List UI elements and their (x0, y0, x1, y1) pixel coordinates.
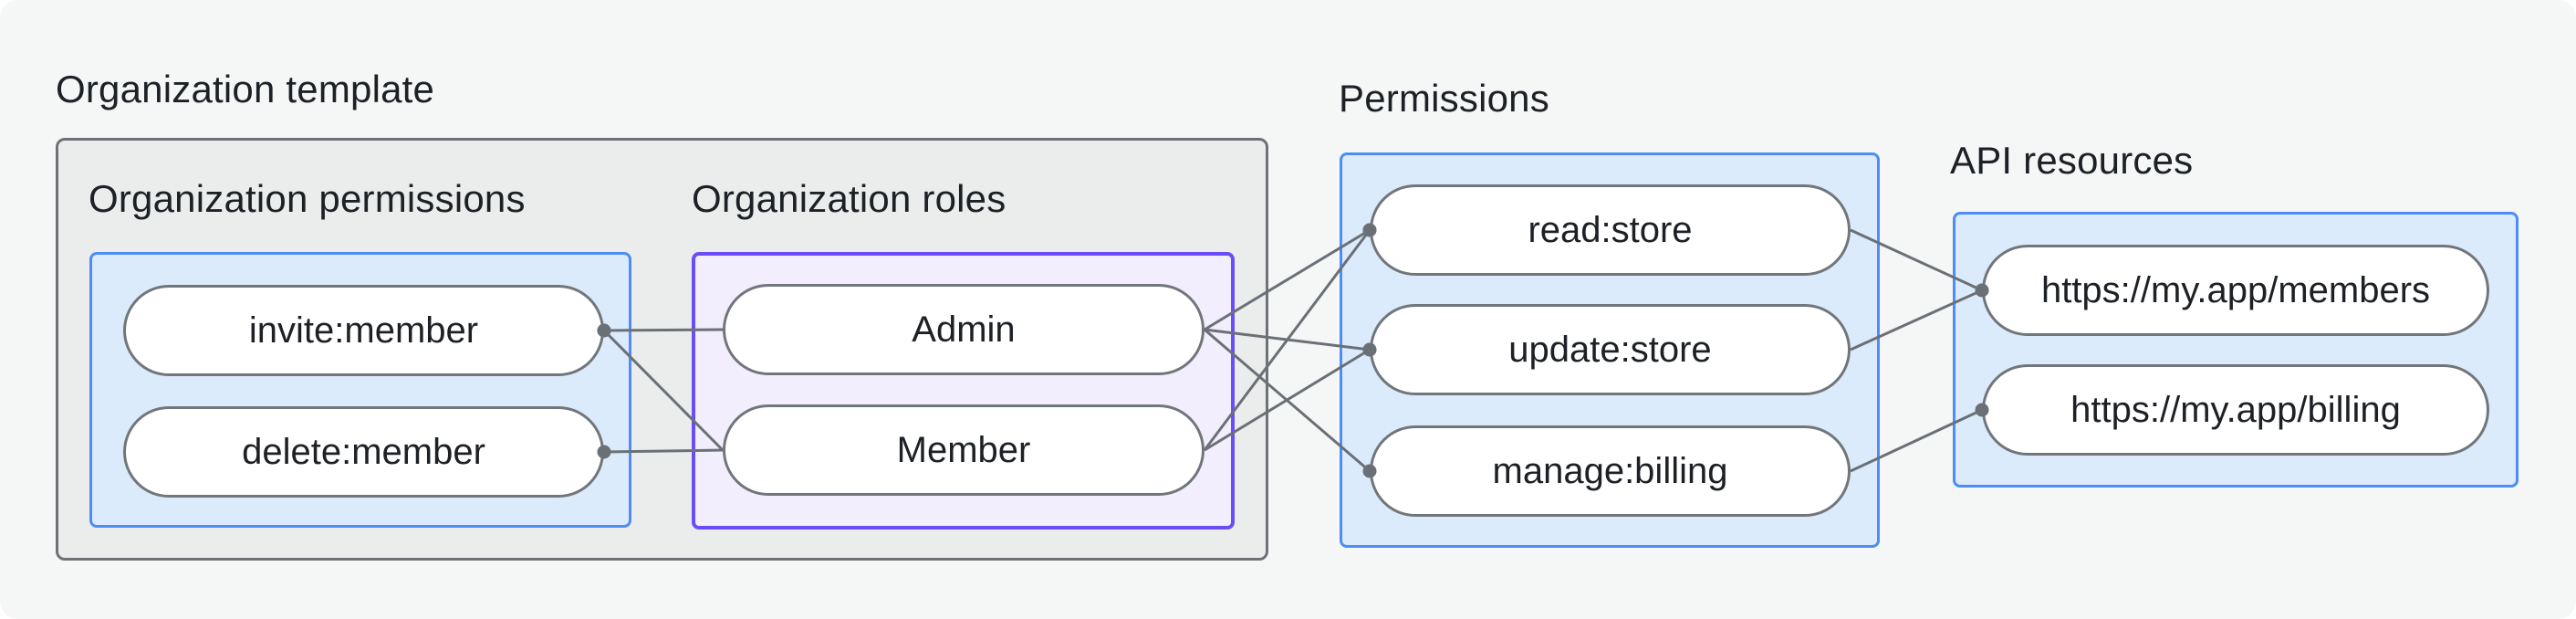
node-delete-member: delete:member (123, 406, 604, 498)
organization-template-title: Organization template (56, 68, 435, 110)
organization-roles-title: Organization roles (692, 177, 1006, 220)
node-billing-api-resource: https://my.app/billing (1982, 364, 2489, 456)
organization-permissions-title: Organization permissions (89, 177, 526, 220)
node-admin-role: Admin (723, 284, 1205, 375)
node-update-store: update:store (1370, 304, 1851, 395)
node-read-store: read:store (1370, 184, 1851, 276)
node-invite-member: invite:member (123, 285, 604, 376)
api-resources-title: API resources (1950, 139, 2194, 182)
node-members-api-resource: https://my.app/members (1982, 245, 2489, 336)
node-manage-billing: manage:billing (1370, 425, 1851, 517)
permissions-title: Permissions (1339, 77, 1549, 120)
node-member-role: Member (723, 404, 1205, 496)
